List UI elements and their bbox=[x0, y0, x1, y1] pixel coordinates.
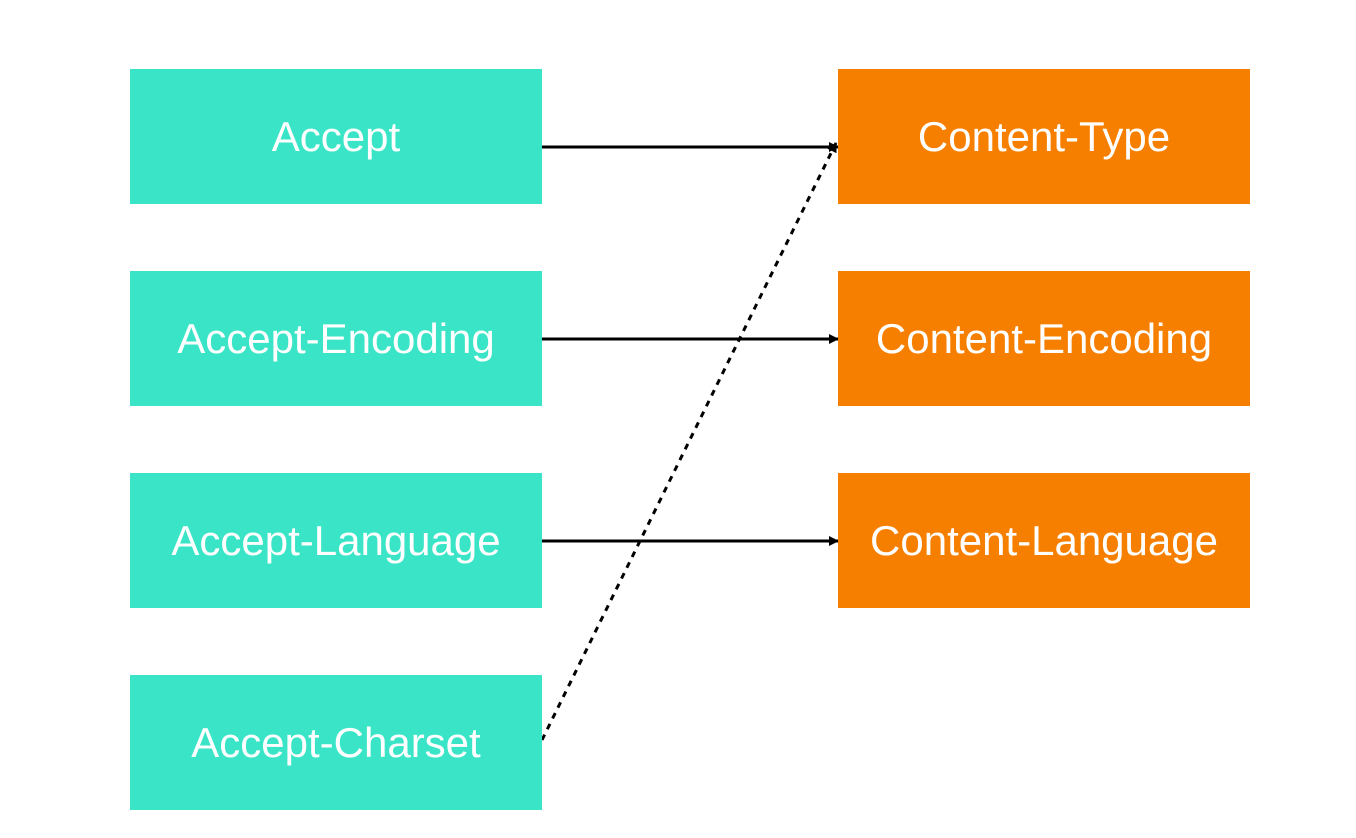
request-header-accept-encoding: Accept-Encoding bbox=[130, 271, 542, 406]
response-header-content-type: Content-Type bbox=[838, 69, 1250, 204]
response-header-label: Content-Language bbox=[870, 516, 1218, 564]
request-header-label: Accept-Encoding bbox=[177, 314, 495, 362]
response-header-content-language: Content-Language bbox=[838, 473, 1250, 608]
arrow-accept-charset-to-content-type bbox=[540, 142, 838, 741]
request-header-accept-charset: Accept-Charset bbox=[130, 675, 542, 810]
request-header-accept: Accept bbox=[130, 69, 542, 204]
request-header-label: Accept-Language bbox=[171, 516, 501, 564]
response-header-label: Content-Type bbox=[917, 112, 1171, 160]
response-header-label: Content-Encoding bbox=[875, 314, 1213, 362]
response-header-content-encoding: Content-Encoding bbox=[838, 271, 1250, 406]
request-header-label: Accept-Charset bbox=[191, 718, 481, 766]
request-header-label: Accept bbox=[271, 112, 401, 160]
request-header-accept-language: Accept-Language bbox=[130, 473, 542, 608]
